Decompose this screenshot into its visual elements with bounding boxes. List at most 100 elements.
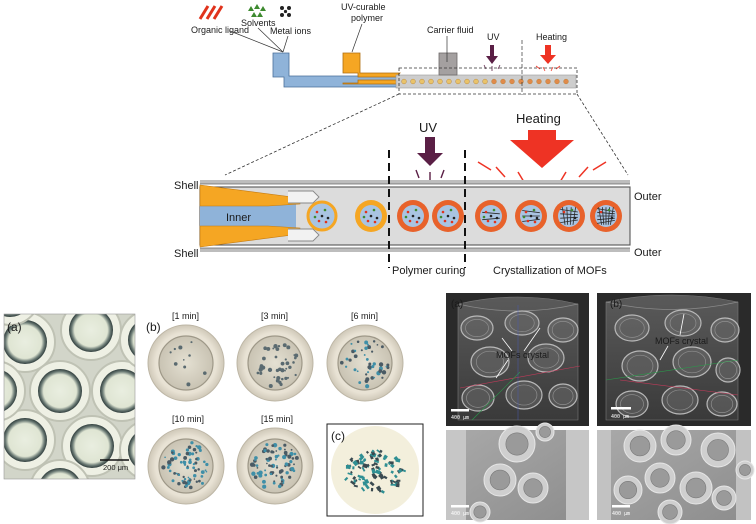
droplet-core bbox=[158, 335, 214, 391]
droplet-core bbox=[100, 369, 135, 413]
crystal-particle bbox=[290, 448, 293, 451]
zoom-box bbox=[398, 67, 578, 95]
crystal-particle bbox=[381, 370, 387, 375]
crystal-particle bbox=[278, 446, 282, 451]
particle bbox=[372, 208, 376, 212]
crystal-particle bbox=[287, 454, 292, 459]
particle bbox=[446, 214, 450, 218]
sem-ring-hole bbox=[685, 477, 707, 499]
crystal-particle bbox=[367, 365, 372, 370]
particle bbox=[315, 210, 319, 214]
crystal-particle bbox=[339, 360, 344, 365]
crystal-particle bbox=[188, 460, 192, 465]
sem-ring-hole bbox=[539, 426, 551, 438]
crystal-particle bbox=[249, 462, 255, 467]
crystal-particle bbox=[271, 450, 275, 454]
droplet-core bbox=[558, 205, 580, 227]
crystal bbox=[397, 468, 403, 474]
particle bbox=[404, 215, 408, 219]
crystal-particle bbox=[263, 346, 267, 351]
crystal-particle bbox=[203, 460, 206, 464]
crystal-particle bbox=[164, 456, 166, 459]
droplet bbox=[590, 200, 622, 232]
particle bbox=[484, 210, 488, 214]
crystal-particle bbox=[185, 451, 190, 456]
crystal-particle bbox=[183, 463, 187, 466]
ct-droplet-core bbox=[465, 319, 489, 337]
crystal bbox=[370, 450, 376, 456]
crystal-particle bbox=[186, 382, 191, 387]
crystal-particle bbox=[266, 346, 271, 351]
shell-label-bottom: Shell bbox=[174, 248, 198, 260]
particle bbox=[313, 215, 317, 219]
particle bbox=[441, 210, 445, 214]
particle bbox=[373, 220, 377, 224]
droplet-core bbox=[337, 335, 393, 391]
crystal-particle bbox=[198, 448, 202, 452]
organic-ligand-icon bbox=[198, 5, 224, 20]
crystal-particle bbox=[381, 376, 384, 379]
crystal bbox=[393, 456, 399, 461]
crystal bbox=[350, 457, 354, 461]
crystal bbox=[389, 479, 394, 485]
crystal-particle bbox=[183, 477, 187, 481]
crystal-particle bbox=[251, 471, 256, 476]
crystal-particle bbox=[193, 469, 197, 473]
crystal bbox=[349, 458, 354, 463]
sem-ring-hole bbox=[707, 439, 729, 461]
crystal-particle bbox=[273, 376, 276, 379]
droplet-core bbox=[128, 433, 135, 467]
crystal bbox=[352, 476, 357, 481]
crystal-particle bbox=[284, 462, 289, 467]
time-droplet: [6 min] bbox=[326, 311, 404, 402]
channel-droplet bbox=[410, 78, 416, 85]
crystal-particle bbox=[175, 472, 178, 475]
uv-arrow-small bbox=[486, 45, 498, 64]
sem-ring-hole bbox=[505, 432, 529, 456]
particle bbox=[439, 215, 443, 219]
crystal-particle bbox=[195, 480, 199, 483]
crystal-particle bbox=[378, 362, 384, 367]
crystal bbox=[364, 484, 370, 490]
particle bbox=[324, 220, 328, 224]
crystal-particle bbox=[171, 479, 175, 483]
shell-fluid-upper bbox=[199, 184, 301, 207]
crystal-particle bbox=[365, 358, 369, 361]
crystal-particle bbox=[266, 462, 268, 465]
crystal-particle bbox=[169, 457, 175, 462]
crystal-particle bbox=[344, 365, 348, 368]
sem-ring-hole bbox=[523, 478, 543, 498]
crystal-particle bbox=[185, 448, 190, 452]
droplet bbox=[306, 200, 338, 232]
ct-b-scale: 400 μm bbox=[611, 414, 629, 420]
panel-a: (a) 200 μm bbox=[3, 313, 136, 480]
uv-polymer-label-1: UV-curable bbox=[341, 2, 386, 12]
crystal-particle bbox=[371, 365, 375, 369]
crystal-particle bbox=[254, 458, 257, 462]
particle bbox=[449, 208, 453, 212]
particle bbox=[532, 208, 536, 212]
sem-ring-hole bbox=[473, 505, 487, 519]
crystal-particle bbox=[284, 376, 288, 381]
particle bbox=[482, 215, 486, 219]
particle bbox=[408, 219, 412, 223]
crystal-particle bbox=[363, 354, 366, 356]
crystal-particle bbox=[274, 458, 277, 461]
crystal-particle bbox=[264, 473, 268, 477]
ct-b-crystal-label: MOFs crystal bbox=[655, 336, 708, 346]
crystal-particle bbox=[258, 473, 263, 478]
crystal-particle bbox=[365, 384, 370, 389]
particle bbox=[529, 214, 533, 218]
crystal-particle bbox=[367, 345, 372, 350]
crystal-particle bbox=[262, 479, 266, 484]
crystal-particle bbox=[293, 452, 297, 456]
crystal-particle bbox=[278, 367, 282, 372]
sem-ring-hole bbox=[619, 481, 637, 499]
crystal bbox=[373, 459, 380, 464]
crystal-particle bbox=[378, 369, 383, 373]
crystal-particle bbox=[292, 361, 295, 364]
ct-droplet-core bbox=[552, 387, 574, 405]
time-droplet: [10 min] bbox=[147, 414, 225, 505]
crystal-particle bbox=[350, 342, 353, 345]
crystal-particle bbox=[280, 480, 284, 483]
